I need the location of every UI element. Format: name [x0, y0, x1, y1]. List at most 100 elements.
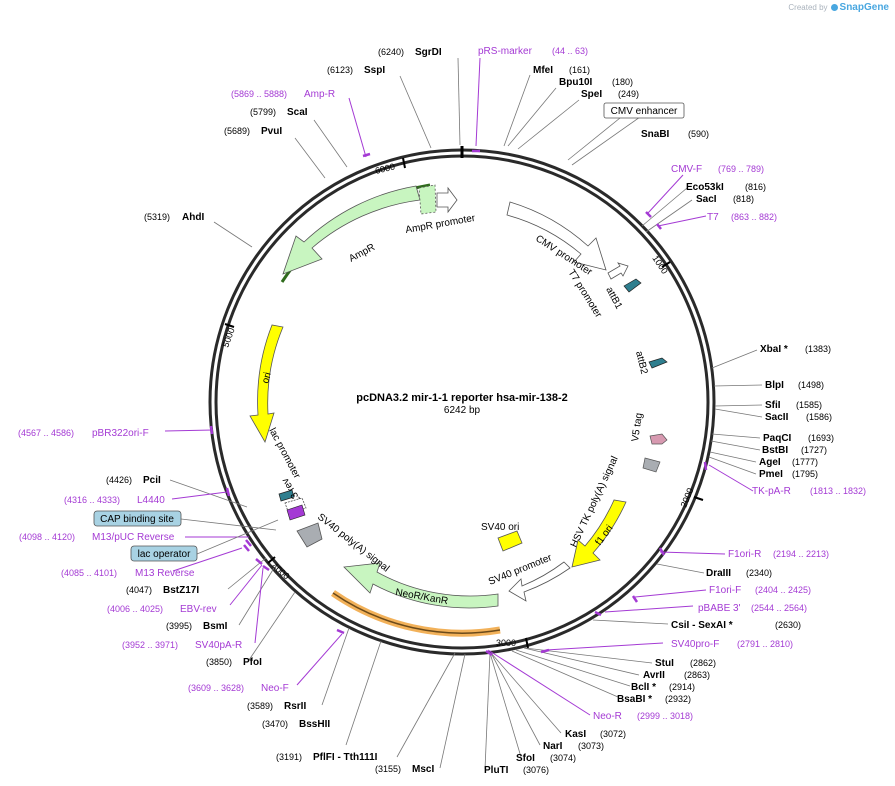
site-kasi: KasI(3072) [565, 729, 626, 740]
site-eco53ki: Eco53kI(816) [686, 182, 766, 193]
primer-pbr322ori-f: (4567 .. 4586)pBR322ori-F [18, 428, 149, 439]
primer-name: TK-pA-R [752, 486, 791, 497]
site-pos: (5689) [224, 126, 250, 136]
site-pos: (2932) [665, 694, 691, 704]
boxed-label: CMV enhancer [611, 106, 678, 117]
site-name: PciI [143, 475, 161, 486]
primer-pos: (2544 .. 2564) [751, 603, 807, 613]
site-pos: (3191) [276, 752, 302, 762]
site-name: MfeI [533, 65, 553, 76]
primer-pos: (4567 .. 4586) [18, 428, 74, 438]
primer-name: T7 [707, 212, 719, 223]
primer-pos: (2404 .. 2425) [755, 585, 811, 595]
site-name: Bpu10I [559, 77, 593, 88]
primer-t7: T7 (863 .. 882) [707, 212, 777, 223]
credit-prefix: Created by [788, 3, 828, 12]
primer-name: pBABE 3' [698, 603, 741, 614]
tick-label-6000: 6000 [374, 161, 396, 176]
primer-pos: (769 .. 789) [718, 164, 764, 174]
tick-6000: 6000 [374, 157, 406, 176]
site-name: SacII [765, 412, 789, 423]
primer-leaders [164, 57, 754, 716]
boxed-label: lac operator [138, 549, 191, 560]
primer-pos: (2791 .. 2810) [737, 639, 793, 649]
site-name: StuI [655, 658, 674, 669]
site-stui: StuI(2862) [655, 658, 716, 669]
site-pos: (3073) [578, 741, 604, 751]
primer-pos: (5869 .. 5888) [231, 89, 287, 99]
primer-m13-puc-reverse: (4098 .. 4120)M13/pUC Reverse [19, 532, 175, 543]
primer-prs-marker: pRS-marker(44 .. 63) [478, 46, 588, 57]
feature-f1-ori [571, 499, 627, 568]
site-name: BlpI [765, 380, 784, 391]
feature-neor-kanr [331, 562, 501, 637]
site-pos: (590) [688, 129, 709, 139]
primer-sv40pro-f: SV40pro-F(2791 .. 2810) [671, 639, 793, 650]
feature-hsv-tk-polya [642, 457, 661, 473]
primer-pos: (863 .. 882) [731, 212, 777, 222]
site-name: BstZ17I [163, 585, 199, 596]
primer-name: CMV-F [671, 164, 702, 175]
site-name: SacI [696, 194, 717, 205]
site-sacii: SacII (1586) [765, 412, 832, 423]
primer-pos: (4085 .. 4101) [61, 568, 117, 578]
site-pos: (180) [612, 77, 633, 87]
site-bsmi: (3995)BsmI [166, 621, 228, 632]
site-msci: (3155)MscI [375, 764, 434, 775]
site-sfii: SfiI(1585) [765, 400, 822, 411]
site-pos: (3072) [600, 729, 626, 739]
primer-tk-pa-r: TK-pA-R(1813 .. 1832) [752, 486, 866, 497]
site-name: BsaBI * [617, 694, 652, 705]
site-pos: (1383) [805, 344, 831, 354]
feature-label-sv40-ori: SV40 ori [481, 522, 519, 533]
site-name: RsrII [284, 701, 306, 712]
site-pcii: (4426)PciI [106, 475, 161, 486]
site-pos: (3155) [375, 764, 401, 774]
site-name: AhdI [182, 212, 204, 223]
site-name: PmeI [759, 469, 783, 480]
site-pos: (2340) [746, 568, 772, 578]
site-pos: (3995) [166, 621, 192, 631]
site-sspi: (6123)SspI [327, 65, 385, 76]
site-name: SgrDI [415, 47, 442, 58]
primer-name: EBV-rev [180, 604, 217, 615]
primer-pos: (3609 .. 3628) [188, 683, 244, 693]
tick-5000: 5000 [220, 323, 237, 349]
site-pos: (3470) [262, 719, 288, 729]
feature-sv40-promoter [508, 561, 571, 602]
feature-label-lac-promoter: lac promoter [266, 426, 302, 481]
site-sfoi: SfoI(3074) [516, 753, 576, 764]
site-sgrdi: (6240) SgrDI [378, 47, 442, 58]
site-pos: (1586) [806, 412, 832, 422]
site-xbai: XbaI * (1383) [760, 344, 831, 355]
site-mfei: MfeI(161) [533, 65, 590, 76]
primer-neo-f: (3609 .. 3628)Neo-F [188, 683, 289, 694]
site-name: XbaI * [760, 344, 788, 355]
site-pfoi: (3850)PfoI [206, 657, 262, 668]
primer-pos: (3952 .. 3971) [122, 640, 178, 650]
primer-pos: (2999 .. 3018) [637, 711, 693, 721]
feature-lac-promoter [284, 497, 307, 521]
site-name: AgeI [759, 457, 781, 468]
feature-ampr [280, 183, 437, 283]
site-scai: (5799)ScaI [250, 107, 308, 118]
boxed-label: CAP binding site [100, 514, 174, 525]
site-paqci: PaqCI(1693) [763, 433, 834, 444]
feature-cmv-promoter [506, 201, 607, 271]
plasmid-size: 6242 bp [444, 405, 481, 416]
site-bstbi: BstBI(1727) [762, 445, 827, 456]
site-pos: (6240) [378, 47, 404, 57]
site-name: CsiI - SexAI * [671, 620, 733, 631]
site-name: PluTI [484, 765, 509, 776]
feature-label-v5-tag: V5 tag [630, 412, 645, 442]
site-pos: (249) [618, 89, 639, 99]
feature-label-ampr: AmpR [347, 242, 377, 265]
feature-label-ampr-promoter: AmpR promoter [405, 213, 477, 236]
site-pmei: PmeI(1795) [759, 469, 818, 480]
feature-sv40-polya [296, 522, 323, 548]
primer-f1ori-r: F1ori-R(2194 .. 2213) [728, 549, 829, 560]
site-name: DraIII [706, 568, 731, 579]
tick-3000: 3000 [496, 637, 529, 649]
